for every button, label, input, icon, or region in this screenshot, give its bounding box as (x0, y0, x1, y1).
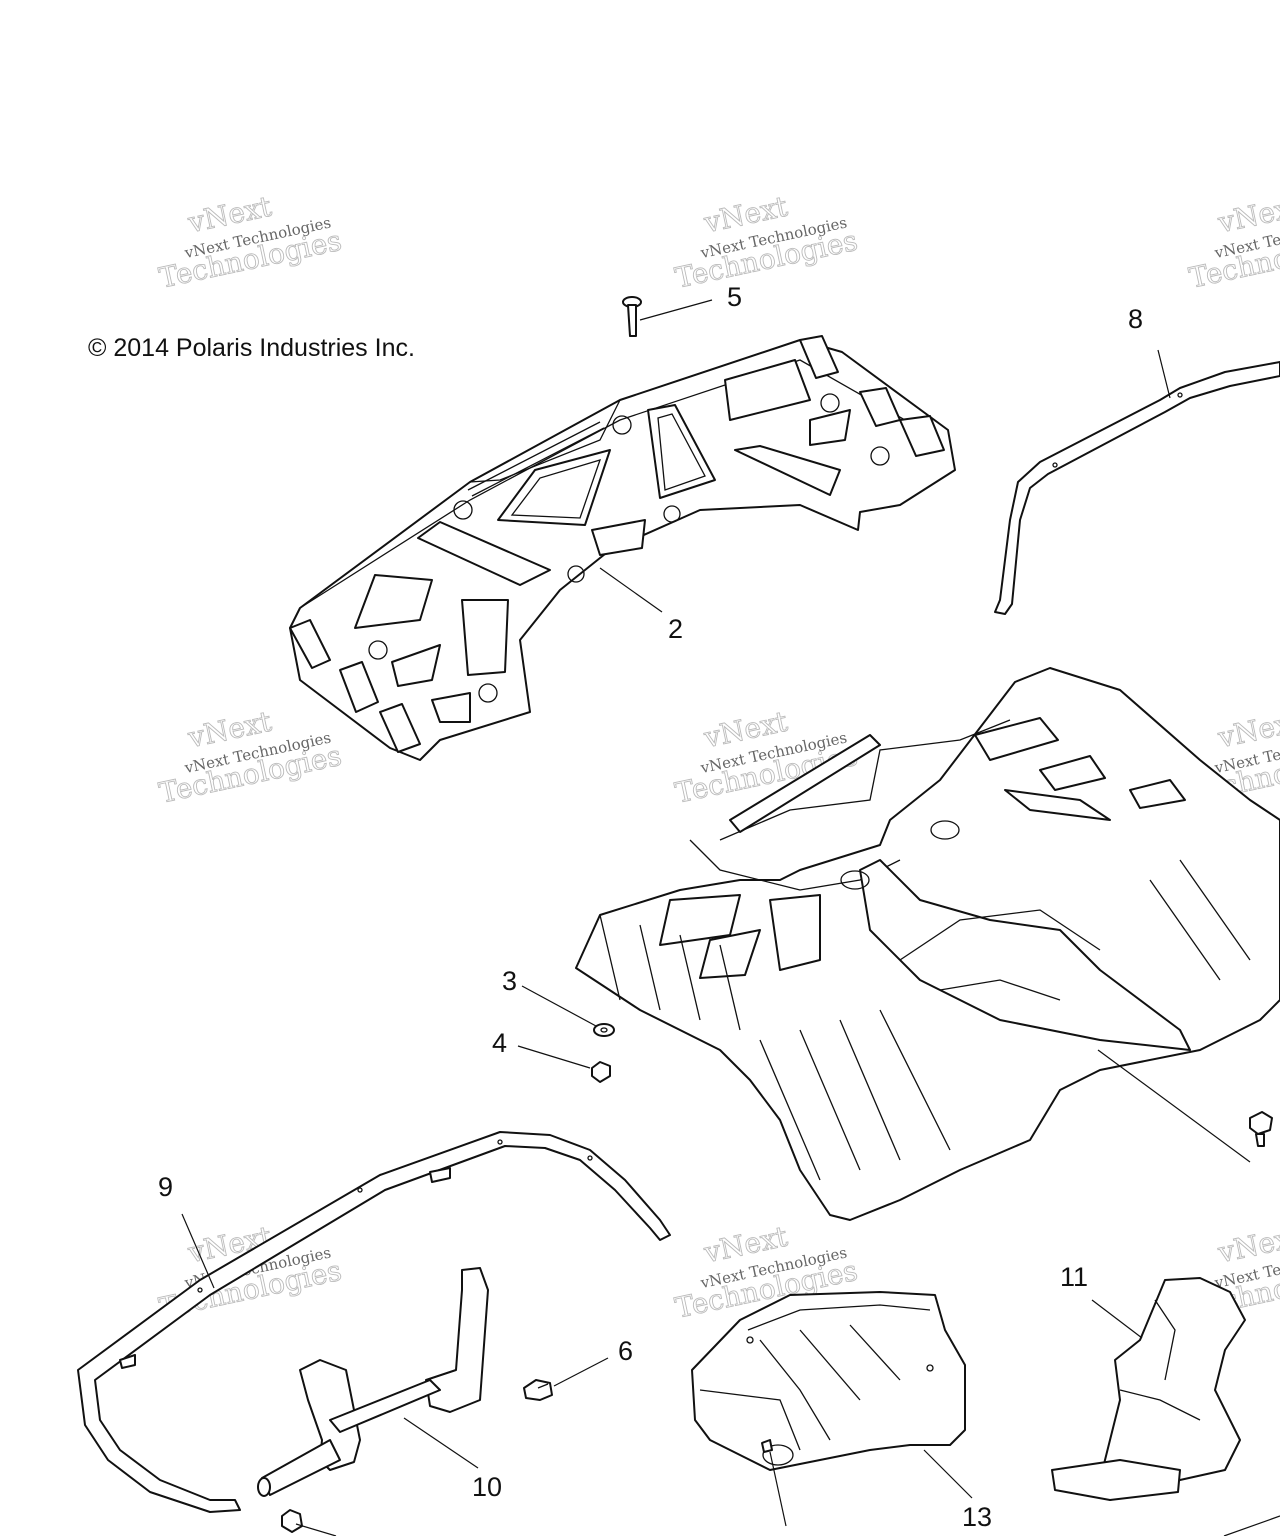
callout-11: 11 (1060, 1262, 1088, 1292)
part-9-rail[interactable] (77, 1131, 671, 1513)
part-6-bolt[interactable] (523, 1379, 553, 1401)
callout-2: 2 (668, 614, 683, 644)
watermark: vNext vNext Technologies Technologies (672, 189, 861, 295)
part-10-bracket[interactable] (257, 1267, 489, 1497)
leader-lower-bolt (295, 1523, 337, 1536)
leader-3 (521, 985, 597, 1027)
copyright-notice: © 2014 Polaris Industries Inc. (88, 334, 415, 362)
callout-9: 9 (158, 1172, 173, 1202)
part-11-panel[interactable] (1051, 1277, 1246, 1501)
leader-6 (553, 1357, 609, 1387)
leader-4 (517, 1045, 591, 1069)
leader-right (1097, 1049, 1251, 1163)
watermark: vNext vNext Technologies Technologies (672, 704, 861, 810)
callout-5: 5 (727, 282, 742, 312)
rear-fender[interactable] (575, 667, 1280, 1221)
leader-corner (1223, 1515, 1280, 1536)
callout-6: 6 (618, 1336, 633, 1366)
callout-13: 13 (962, 1502, 992, 1532)
leader-5 (639, 299, 713, 321)
part-13-panel[interactable] (691, 1291, 966, 1471)
callout-10: 10 (472, 1472, 502, 1502)
leader-2 (599, 567, 663, 613)
leader-13 (923, 1449, 973, 1499)
part-5-bolt[interactable] (622, 296, 642, 337)
callout-3: 3 (502, 966, 517, 996)
leader-screw (769, 1451, 787, 1527)
leader-10 (403, 1417, 479, 1469)
leader-9 (181, 1213, 215, 1289)
watermark: vNext vNext Technologies Technologies (156, 704, 345, 810)
fastener-right[interactable] (1249, 1111, 1273, 1147)
leader-11 (1091, 1299, 1143, 1339)
part-3-washer[interactable] (593, 1023, 615, 1037)
watermark: vNext vNext Technologies Technologies (156, 189, 345, 295)
watermark: vNext vNext Technologies Technologies (1186, 189, 1280, 295)
part-4-nut[interactable] (591, 1061, 611, 1083)
callout-8: 8 (1128, 304, 1143, 334)
leader-8 (1157, 349, 1171, 399)
bolt-lower-left[interactable] (281, 1509, 303, 1533)
part-2-rear-rack[interactable] (289, 335, 956, 761)
callouts: 2 3 4 5 6 8 9 10 11 13 (158, 282, 1143, 1532)
callout-4: 4 (492, 1028, 507, 1058)
small-screw[interactable] (761, 1439, 773, 1453)
leader-lines (181, 299, 1280, 1536)
part-8-rail[interactable] (994, 361, 1280, 615)
